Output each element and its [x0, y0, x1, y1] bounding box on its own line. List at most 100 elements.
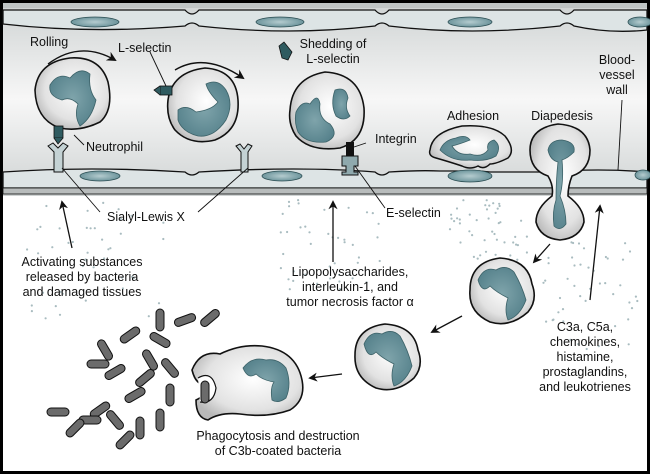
bacterium [173, 313, 197, 327]
chemoattractant-dot [492, 202, 495, 205]
chemoattractant-dot [84, 258, 87, 261]
label-pointers [61, 99, 623, 213]
label-phago-1: Phagocytosis and destruction [196, 429, 359, 443]
chemoattractant-dot [337, 236, 340, 239]
chemoattractant-dot [571, 256, 574, 259]
chemoattractant-dot [44, 317, 47, 320]
chemoattractant-dot [45, 204, 48, 208]
neutrophil-migrating-1 [469, 257, 536, 325]
chemoattractant-dot [484, 204, 487, 207]
chemoattractant-dot [495, 238, 498, 241]
chemoattractant-dot [597, 345, 600, 348]
bacterium [161, 358, 179, 378]
chemoattractant-dot [485, 208, 489, 211]
chemoattractant-dot [323, 208, 326, 211]
sialyl-lewis-x [47, 142, 69, 173]
bacterium [149, 332, 171, 348]
chemoattractant-dot [475, 219, 478, 222]
chemoattractant-dot [493, 232, 496, 236]
top-endothelium [2, 9, 648, 32]
chemoattractant-dot [573, 284, 576, 287]
label-shedding-2: L-selectin [306, 52, 360, 66]
chemoattractant-dot [520, 219, 523, 222]
bacterium [155, 408, 165, 432]
chemoattractant-dot [630, 307, 634, 310]
chemoattractant-dot [483, 239, 486, 242]
chemoattractant-dot [67, 241, 70, 244]
endothelial-nucleus [447, 169, 493, 183]
chemoattractant-dot [542, 281, 545, 284]
chemoattractant-dot [132, 277, 135, 280]
neutrophil-adhesion [428, 124, 513, 169]
chemoattractant-dot [281, 212, 284, 215]
chemoattractant-dot [328, 265, 331, 268]
bacterium [115, 430, 135, 450]
chemoattractant-dot [503, 241, 506, 244]
chemoattractant-dot [499, 221, 502, 224]
chemoattractant-dot [86, 209, 89, 212]
chemoattractant-dot [479, 254, 482, 257]
chemoattractant-dot [304, 273, 307, 276]
chemoattractant-dot [343, 241, 346, 244]
chemoattractant-dot [545, 320, 548, 323]
chemoattractant-dot [453, 220, 456, 223]
chemoattractant-dot [347, 206, 350, 209]
chemoattractant-dot [471, 234, 474, 237]
chemoattractant-dot [162, 221, 165, 224]
chemoattractant-dot [450, 213, 453, 216]
chemoattractant-dot [329, 277, 332, 280]
chemoattractant-dot [86, 251, 89, 254]
chemoattractant-dot [450, 217, 453, 220]
label-chemo-4: prostaglandins, [543, 365, 628, 379]
chemoattractant-dot [121, 287, 124, 290]
chemoattractant-dot [299, 226, 302, 229]
chemoattractant-dot [579, 263, 582, 266]
nucleus [439, 136, 499, 161]
chemoattractant-dot [561, 308, 565, 311]
bacterium [165, 383, 175, 407]
chemoattractant-dot [498, 204, 501, 208]
neutrophil-migrating-2 [354, 323, 422, 391]
chemoattractant-dot [512, 241, 515, 244]
chemoattractant-dot [514, 235, 517, 238]
label-adhesion: Adhesion [447, 109, 499, 123]
endothelial-nucleus [634, 169, 650, 181]
chemoattractant-dot [577, 242, 581, 245]
chemoattractant-dot [279, 267, 282, 270]
bacterium [135, 416, 145, 440]
neutrophil-rolling [34, 50, 117, 173]
chemoattractant-dot [516, 258, 519, 261]
chemoattractant-dot [93, 227, 96, 230]
chemoattractant-dot [604, 255, 608, 259]
chemoattractant-dot [516, 244, 520, 247]
chemoattractant-dot [288, 288, 291, 291]
chemoattractant-dot [84, 299, 87, 302]
chemoattractant-dot [498, 202, 501, 205]
chemoattractant-dot [619, 284, 622, 287]
label-diapedesis: Diapedesis [531, 109, 593, 123]
arrow-migrate-3 [308, 372, 343, 382]
chemoattractant-dot [117, 208, 120, 211]
chemoattractant-dot [487, 217, 490, 220]
nucleus [294, 97, 335, 143]
bacteria-cluster [46, 308, 220, 450]
chemoattractant-dot [333, 262, 336, 265]
chemoattractant-dot [162, 237, 165, 241]
bacterium [142, 349, 158, 371]
chemoattractant-dot [572, 241, 575, 245]
arrow-chemokines [589, 204, 604, 301]
chemoattractant-dot [89, 227, 92, 230]
chemoattractant-dot [130, 214, 133, 217]
bacterium [119, 326, 141, 344]
chemoattractant-dot [147, 315, 150, 318]
arrows [59, 200, 604, 382]
chemoattractant-dot [488, 204, 491, 207]
l-selectin-receptor [159, 85, 173, 96]
rolling-arrow [47, 50, 117, 65]
chemoattractant-dot [484, 250, 488, 253]
label-phago-2: of C3b-coated bacteria [215, 444, 342, 458]
chemoattractant-dot [587, 266, 590, 269]
chemoattractant-dot [37, 252, 40, 255]
bacterium [200, 309, 220, 327]
